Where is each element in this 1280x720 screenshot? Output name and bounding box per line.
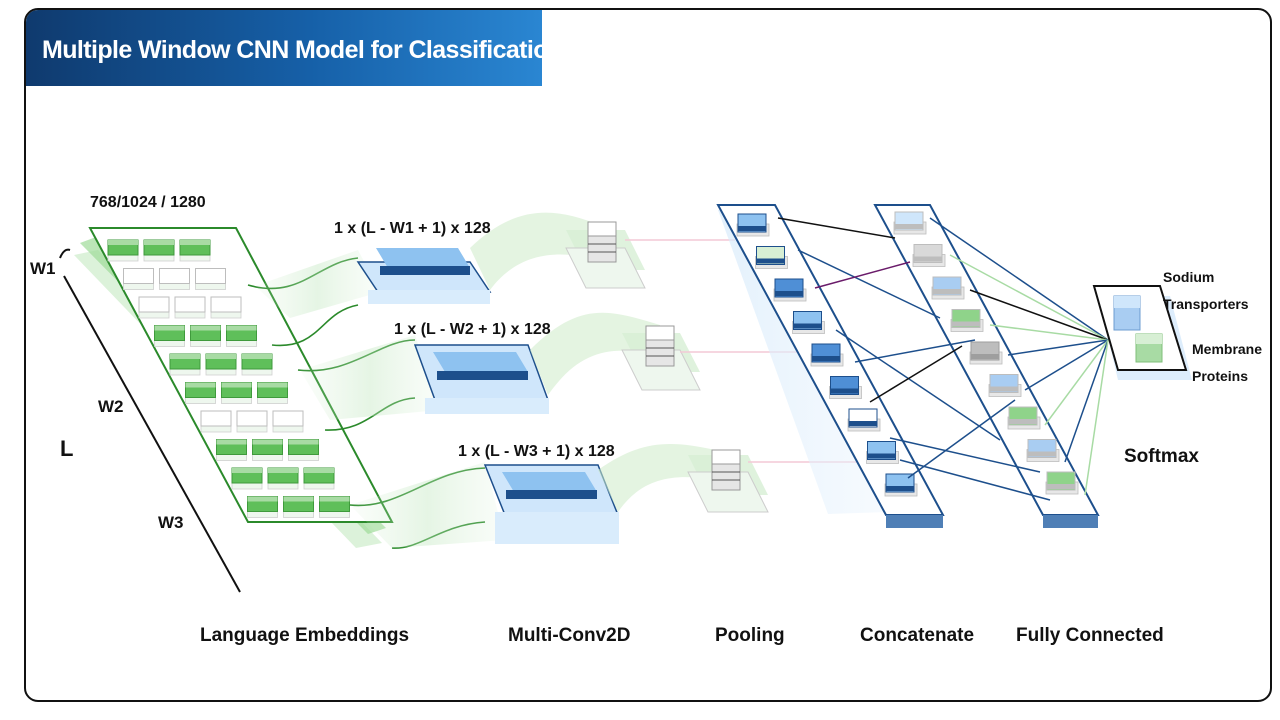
title-banner: Multiple Window CNN Model for Classifica… (26, 10, 563, 86)
window-label-w2: W2 (98, 397, 124, 416)
page-title: Multiple Window CNN Model for Classifica… (42, 36, 563, 64)
length-label: L (60, 436, 73, 461)
window-label-w1: W1 (30, 259, 56, 278)
dense-connections (777, 217, 1051, 501)
concatenate-panel (716, 204, 945, 528)
embedding-cells (107, 239, 350, 518)
embedding-cell (236, 410, 268, 427)
pool-stack-1 (565, 221, 646, 289)
class-label-transporters: Transporters (1163, 296, 1249, 312)
softmax-output (1092, 285, 1192, 380)
stage-label-concatenate: Concatenate (860, 625, 974, 646)
pool-stack-2 (621, 325, 701, 391)
fully-connected-cells (893, 211, 1079, 495)
fully-connected-panel (873, 204, 1100, 528)
stage-label-fully-connected: Fully Connected (1016, 625, 1164, 646)
conv-filter-3 (483, 464, 620, 544)
conv-shape-label-1: 1 x (L - W1 + 1) x 128 (334, 220, 491, 237)
pool-stack-3 (687, 449, 769, 513)
conv-shape-label-3: 1 x (L - W3 + 1) x 128 (458, 443, 615, 460)
embedding-cell (174, 296, 206, 313)
output-connections (929, 217, 1109, 496)
embedding-cell (123, 268, 154, 284)
class-label-sodium: Sodium (1163, 269, 1214, 285)
embedding-cell (210, 296, 242, 313)
length-bracket (63, 275, 241, 593)
class-label-proteins: Proteins (1192, 368, 1248, 384)
embedding-cell (195, 268, 226, 284)
w1-bracket (59, 248, 71, 259)
conv-filter-1 (356, 248, 492, 304)
conv-shape-label-2: 1 x (L - W2 + 1) x 128 (394, 321, 551, 338)
embedding-cell (200, 410, 232, 427)
stage-label-pooling: Pooling (715, 625, 785, 646)
conv-filter-2 (413, 344, 550, 414)
stage-label-language-embeddings: Language Embeddings (200, 625, 409, 646)
softmax-label: Softmax (1124, 446, 1199, 467)
concatenate-cells (736, 213, 918, 497)
class-label-membrane: Membrane (1192, 341, 1262, 357)
stage-label-multi-conv2d: Multi-Conv2D (508, 625, 630, 646)
conv-input-flows (255, 250, 505, 548)
window-label-w3: W3 (158, 513, 184, 532)
embedding-cell (272, 410, 304, 427)
embedding-dims-label: 768/1024 / 1280 (90, 194, 206, 211)
embedding-slab (74, 227, 394, 548)
embedding-cell (138, 296, 170, 313)
embedding-cell (159, 268, 190, 284)
